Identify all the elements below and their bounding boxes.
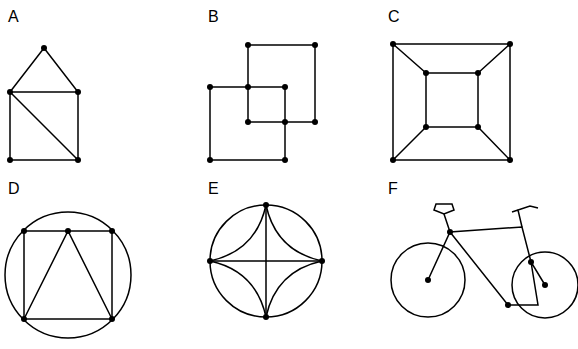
squares-graph bbox=[207, 42, 318, 163]
circle-star-graph bbox=[207, 202, 325, 320]
circle-square-graph bbox=[5, 212, 131, 338]
figure-letter: D bbox=[8, 180, 20, 198]
bicycle-drawing bbox=[391, 204, 578, 318]
figure-letter: E bbox=[208, 180, 219, 198]
house-graph bbox=[7, 45, 81, 163]
figure-letter: F bbox=[388, 180, 398, 198]
cube-graph bbox=[390, 41, 513, 163]
figure-letter: C bbox=[388, 8, 400, 26]
figure-letter: B bbox=[208, 8, 219, 26]
figure-letter: A bbox=[8, 8, 19, 26]
